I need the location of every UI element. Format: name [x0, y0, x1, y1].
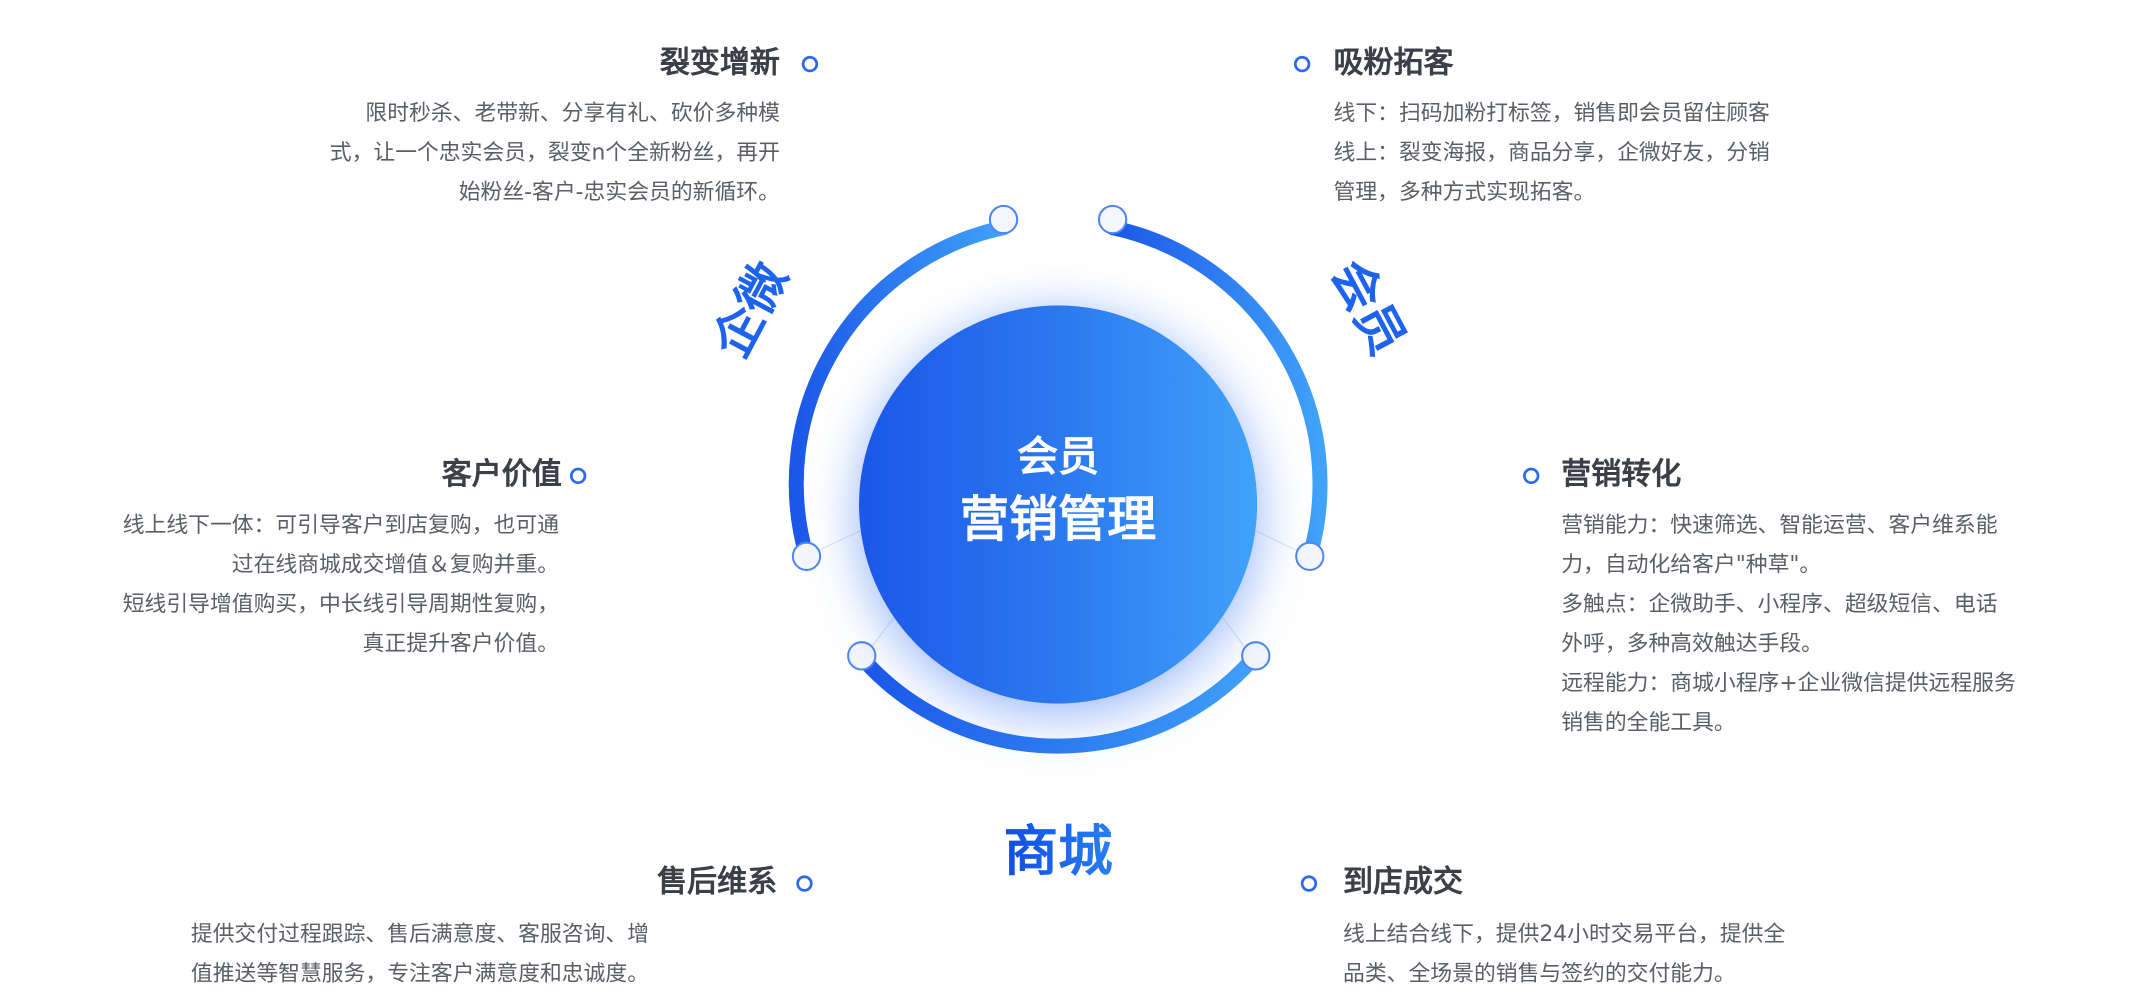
- block-title: 到店成交: [1343, 865, 1464, 900]
- desc-line: 销售的全能工具。: [1561, 709, 1736, 735]
- bullet-icon: [1300, 875, 1318, 892]
- center-title-line1: 会员: [1017, 433, 1099, 482]
- bullet-icon: [801, 55, 819, 73]
- desc-line: 值推送等智慧服务，专注客户满意度和忠诚度。: [190, 959, 650, 986]
- block-desc: 线上结合线下，提供24小时交易平台，提供全 品类、全场景的销售与签约的交付能力。: [1343, 914, 1785, 993]
- desc-line: 品类、全场景的销售与签约的交付能力。: [1343, 959, 1736, 986]
- desc-line: 始粉丝-客户-忠实会员的新循环。: [458, 178, 780, 205]
- desc-line: 线上：裂变海报，商品分享，企微好友，分销: [1333, 139, 1770, 165]
- desc-line: 式，让一个忠实会员，裂变n个全新粉丝，再开: [329, 139, 780, 165]
- desc-line: 多触点：企微助手、小程序、超级短信、电话: [1561, 590, 1998, 617]
- block-desc: 线下：扫码加粉打标签，销售即会员留住顾客 线上：裂变海报，商品分享，企微好友，分…: [1334, 93, 1770, 212]
- desc-line: 短线引导增值购买，中长线引导周期性复购，: [122, 590, 560, 617]
- desc-line: 管理，多种方式实现拓客。: [1333, 178, 1596, 205]
- bullet-icon: [1293, 55, 1311, 73]
- desc-line: 真正提升客户价值。: [362, 629, 560, 656]
- desc-line: 远程能力：商城小程序+企业微信提供远程服务: [1561, 669, 2016, 696]
- block-title: 售后维系: [657, 865, 778, 900]
- block-title: 营销转化: [1561, 458, 1682, 493]
- arc-member: [1105, 220, 1328, 564]
- arc-endpoints: [791, 204, 1325, 671]
- block-title: 裂变增新: [659, 46, 780, 81]
- center-circle: 会员 营销管理: [859, 305, 1258, 704]
- desc-line: 过在线商城成交增值＆复购并重。: [231, 550, 560, 577]
- arc-qiwei: [788, 220, 1012, 564]
- block-desc: 提供交付过程跟踪、售后满意度、客服咨询、增 值推送等智慧服务，专注客户满意度和忠…: [191, 914, 649, 993]
- desc-line: 营销能力：快速筛选、智能运营、客户维系能: [1561, 511, 1998, 538]
- desc-line: 提供交付过程跟踪、售后满意度、客服咨询、增: [190, 920, 650, 947]
- bullet-icon: [796, 875, 813, 892]
- block-desc: 限时秒杀、老带新、分享有礼、砍价多种模 式，让一个忠实会员，裂变n个全新粉丝，再…: [330, 93, 780, 212]
- block-desc: 线上线下一体：可引导客户到店复购，也可通 过在线商城成交增值＆复购并重。 短线引…: [123, 504, 559, 662]
- desc-line: 力，自动化给客户"种草"。: [1561, 550, 1822, 577]
- desc-line: 线上线下一体：可引导客户到店复购，也可通: [122, 511, 560, 538]
- desc-line: 线下：扫码加粉打标签，销售即会员留住顾客: [1333, 99, 1770, 126]
- desc-line: 外呼，多种高效触达手段。: [1561, 629, 1824, 656]
- center-title-line2: 营销管理: [959, 492, 1157, 549]
- desc-line: 线上结合线下，提供24小时交易平台，提供全: [1343, 920, 1786, 947]
- block-desc: 营销能力：快速筛选、智能运营、客户维系能 力，自动化给客户"种草"。 多触点：企…: [1561, 504, 2016, 741]
- desc-line: 限时秒杀、老带新、分享有礼、砍价多种模: [365, 99, 780, 126]
- ring-label-mall: 商城: [976, 807, 1140, 886]
- bullet-icon: [1523, 467, 1540, 485]
- block-title: 客户价值: [441, 458, 562, 493]
- arc-mall: [855, 651, 1261, 754]
- bullet-icon: [569, 467, 587, 485]
- block-title: 吸粉拓客: [1333, 46, 1454, 81]
